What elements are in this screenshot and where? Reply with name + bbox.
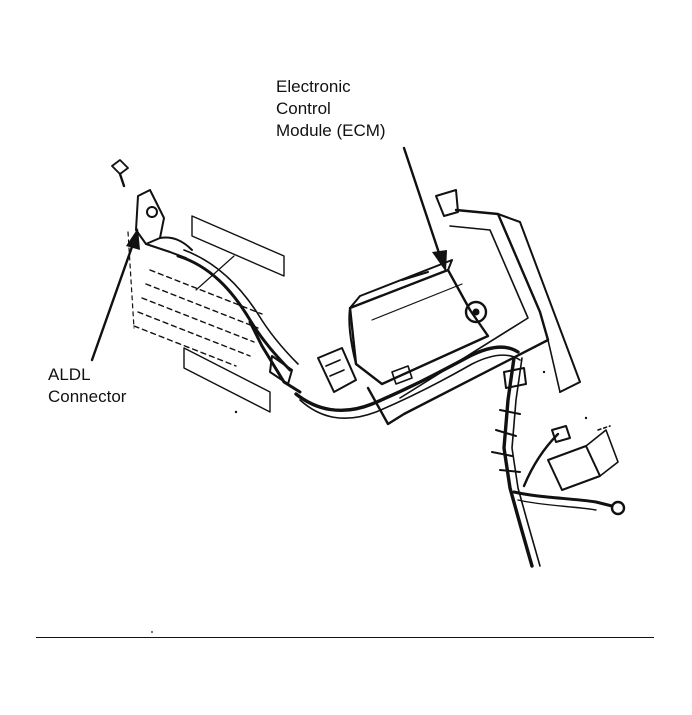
mounting-screw — [111, 159, 129, 188]
aldl-label-line-1: ALDL — [48, 365, 91, 384]
ecm-label-line-2: Control — [276, 99, 331, 118]
ecm-leader-arrow — [402, 146, 447, 272]
ecm-left-connector — [317, 347, 357, 393]
ecm-label-line-3: Module (ECM) — [276, 121, 386, 140]
ecm-module — [348, 259, 490, 386]
footer-rule — [36, 637, 654, 638]
wiring-harness-branch — [512, 425, 626, 516]
ecm-label: Electronic Control Module (ECM) — [276, 77, 386, 140]
fuse-block-panel — [127, 215, 285, 413]
ecm-label-line-1: Electronic — [276, 77, 351, 96]
aldl-label-line-2: Connector — [48, 387, 127, 406]
aldl-leader-arrow — [90, 228, 140, 362]
ecm-mounting-bracket — [366, 189, 581, 426]
aldl-label: ALDL Connector — [48, 365, 127, 406]
wiring-harness-aldl — [176, 249, 302, 394]
wiring-harness-main — [294, 345, 521, 419]
wiring-harness-vertical — [491, 356, 541, 568]
stipple-dots — [151, 370, 588, 633]
relay-bracket — [547, 425, 619, 491]
aldl-connector — [135, 189, 193, 259]
